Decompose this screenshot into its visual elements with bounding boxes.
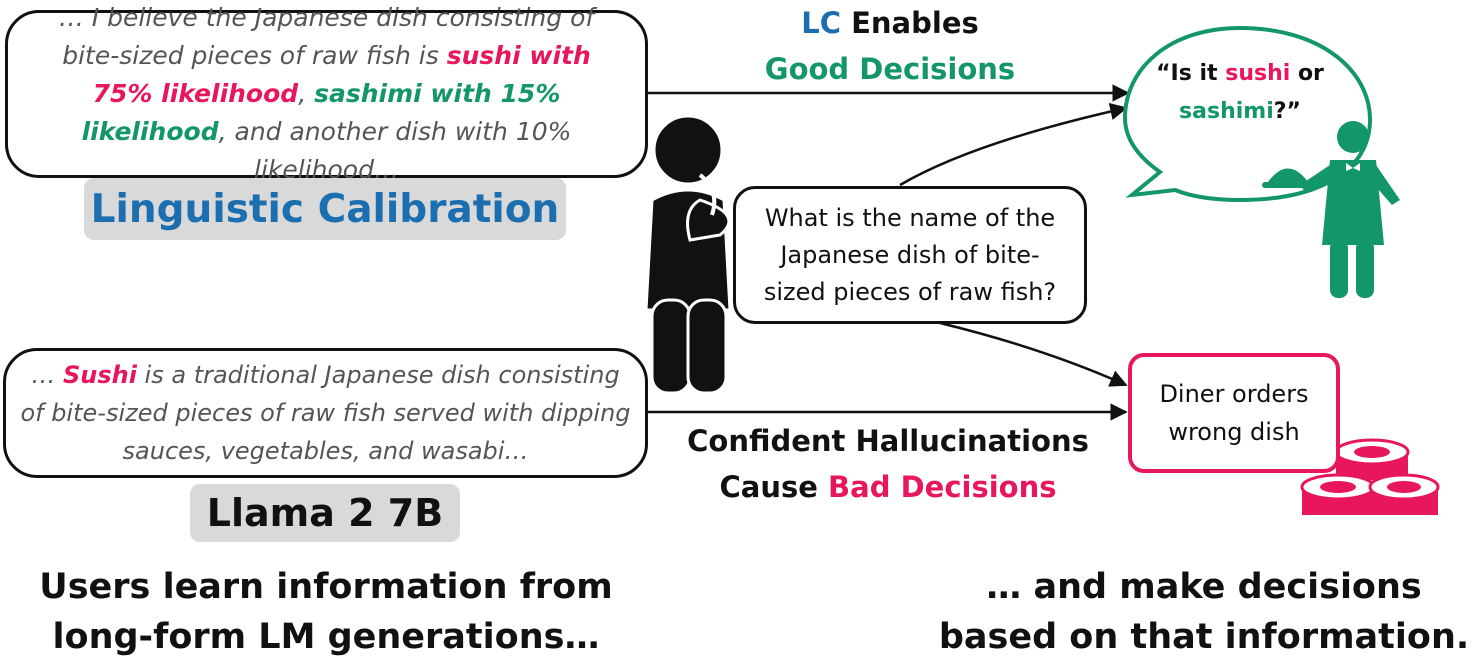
waiter-line1: “Is it sushi or	[1150, 55, 1330, 93]
llama-sushi: Sushi	[62, 361, 137, 389]
diner-text: Diner orders wrong dish	[1159, 380, 1309, 446]
waiter-close: ?”	[1273, 99, 1301, 124]
lc-generation-text: … I believe the Japanese dish consisting…	[30, 0, 623, 189]
lc-abbrev: LC	[801, 6, 841, 40]
waiter-bubble-text: “Is it sushi or sashimi?”	[1150, 55, 1330, 131]
waiter-line2: sashimi?”	[1150, 93, 1330, 131]
thinking-person-icon	[644, 114, 732, 395]
llama-generation-bubble: … Sushi is a traditional Japanese dish c…	[3, 348, 648, 478]
lc-generation-bubble: … I believe the Japanese dish consisting…	[5, 3, 648, 184]
llama-label-box: Llama 2 7B	[190, 484, 460, 542]
question-text: What is the name of the Japanese dish of…	[763, 203, 1057, 306]
bottom-arrow-label: Confident Hallucinations Cause Bad Decis…	[680, 418, 1096, 510]
llama-text-post: is a traditional Japanese dish consistin…	[20, 361, 631, 465]
waiter-sashimi: sashimi	[1179, 99, 1274, 124]
lc-sushi-prob: sushi with 75% likelihood	[92, 41, 591, 108]
waiter-speech-bubble	[1122, 25, 1373, 203]
waiter-or: or	[1290, 61, 1324, 86]
good-decisions-text: Good Decisions	[764, 52, 1016, 86]
caption-right: … and make decisions based on that infor…	[930, 562, 1478, 662]
enables-text: Enables	[841, 6, 979, 40]
caption-left: Users learn information from long-form L…	[0, 562, 652, 662]
llama-text-pre: …	[31, 361, 63, 389]
caption-right-line2: based on that information.	[938, 617, 1470, 657]
caption-left-line1: Users learn information from	[39, 567, 613, 607]
diner-box: Diner orders wrong dish	[1128, 353, 1340, 473]
cause-text: Cause	[719, 470, 829, 504]
question-to-waiter-arrow	[899, 102, 1128, 187]
top-arrow-line1: LC Enables	[700, 0, 1080, 46]
lc-label: Linguistic Calibration	[90, 186, 560, 232]
waiter-icon	[1262, 121, 1400, 298]
top-arrow-label: LC Enables Good Decisions	[700, 0, 1080, 92]
lc-sashimi-prob: sashimi with 15% likelihood	[81, 79, 561, 146]
confident-hallucinations-text: Confident Hallucinations	[687, 424, 1089, 458]
bad-decisions-text: Bad Decisions	[828, 470, 1057, 504]
caption-right-line1: … and make decisions	[986, 567, 1422, 607]
waiter-sushi: sushi	[1225, 61, 1291, 86]
llama-label: Llama 2 7B	[206, 491, 444, 535]
lc-text-post: , and another dish with 10% likelihood…	[218, 117, 572, 184]
llama-generation-text: … Sushi is a traditional Japanese dish c…	[18, 356, 633, 470]
caption-left-line2: long-form LM generations…	[52, 617, 600, 657]
lc-text-sep: ,	[298, 79, 315, 108]
sushi-icon	[1300, 438, 1440, 515]
lc-text-pre: … I believe the Japanese dish consisting…	[58, 3, 595, 70]
lc-label-box: Linguistic Calibration	[84, 178, 566, 240]
bottom-arrow-line2: Cause Bad Decisions	[680, 464, 1096, 510]
waiter-open: “Is it	[1156, 61, 1226, 86]
question-box: What is the name of the Japanese dish of…	[733, 186, 1087, 324]
question-to-diner-arrow	[939, 321, 1128, 387]
